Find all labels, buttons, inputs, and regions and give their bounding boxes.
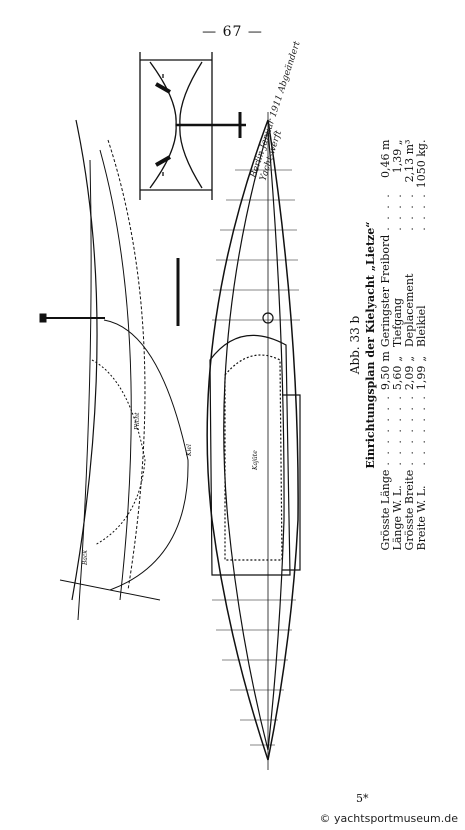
deck-plan-view xyxy=(206,112,301,770)
spec-value: 1,99 xyxy=(415,365,428,391)
side-profile-view xyxy=(39,119,189,621)
watermark: © yachtsportmuseum.de xyxy=(316,811,461,826)
drawing-label-cabin: Kajüte xyxy=(252,450,259,470)
spec-value: 1050 kg. xyxy=(415,139,428,189)
figure-caption: Abb. 33 b xyxy=(348,315,362,375)
spec-label: Bleikiel xyxy=(415,305,428,348)
spec-label: Breite W. L. xyxy=(415,485,428,551)
caption-block: Abb. 33 b Einrichtungsplan der Kielyacht… xyxy=(348,105,428,585)
page-number: — 67 — xyxy=(202,24,263,40)
signature-mark: 5* xyxy=(356,792,369,805)
drawing-label-stern: Back xyxy=(82,550,89,565)
hull-section-view xyxy=(139,52,246,200)
spec-unit: „ xyxy=(415,355,428,362)
leader-dots: . . . . . . . xyxy=(415,394,428,466)
leader-dots: . . . . xyxy=(415,192,428,231)
figure-subcaption: Einrichtungsplan der Kielyacht „Lietze“ xyxy=(364,221,377,469)
specs-table: Grösste Länge . . . . . . . 9,50 m Gerin… xyxy=(379,138,428,553)
deck-frames xyxy=(212,169,300,746)
table-row: Breite W. L. . . . . . . . 1,99 „ Bleiki… xyxy=(415,138,428,553)
drawing-label-cockpit: Plicht xyxy=(134,412,141,430)
drawing-label-keel: Kiel xyxy=(186,444,193,456)
